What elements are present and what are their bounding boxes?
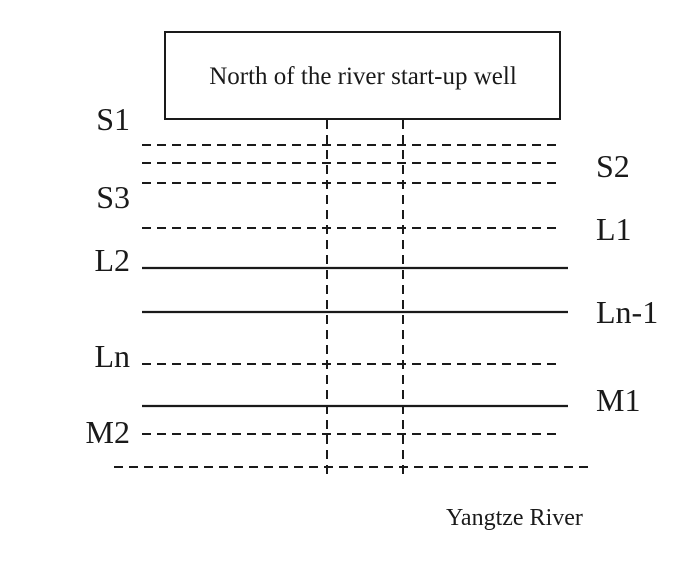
label-m1: M1 [596,382,640,418]
label-l1: L1 [596,211,632,247]
label-s1: S1 [96,101,130,137]
label-ln-1: Ln-1 [596,294,658,330]
label-s3: S3 [96,179,130,215]
start-up-well-label: North of the river start-up well [209,63,517,90]
label-ln: Ln [94,338,130,374]
label-m2: M2 [86,414,130,450]
yangtze-river-caption: Yangtze River [446,505,583,531]
label-s2: S2 [596,148,630,184]
label-l2: L2 [94,242,130,278]
start-up-well-box [164,31,561,120]
